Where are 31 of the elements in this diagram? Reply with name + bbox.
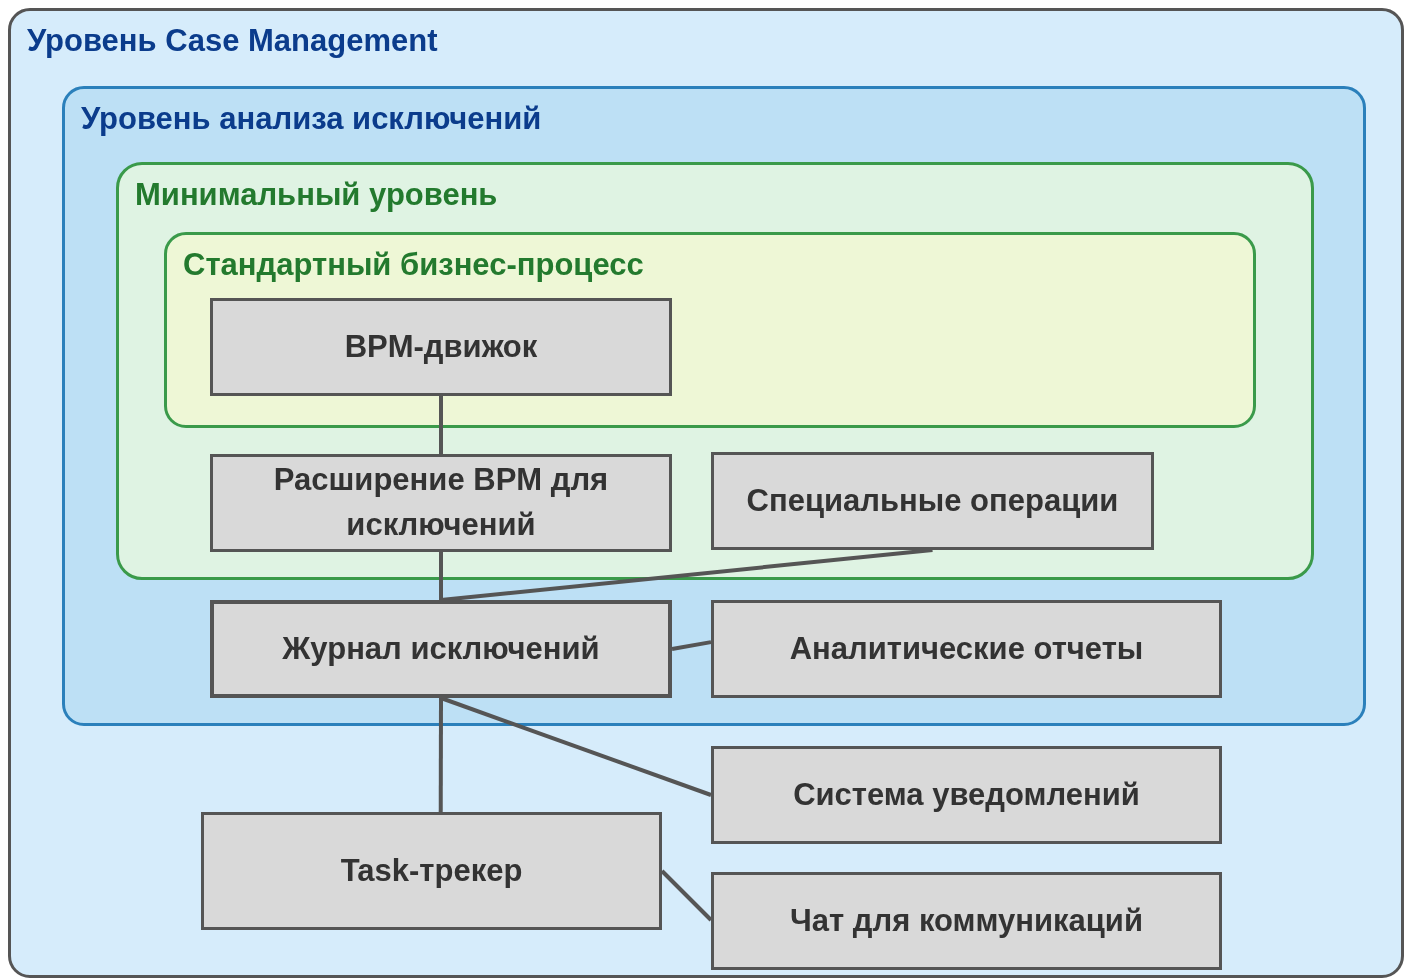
component-box xyxy=(210,454,672,552)
component-label: Чат для коммуникаций xyxy=(790,901,1143,940)
level-frame xyxy=(116,162,1314,580)
component-label: Task-трекер xyxy=(340,851,523,890)
level-title: Уровень анализа исключений xyxy=(81,101,542,137)
component-label: Аналитические отчеты xyxy=(789,629,1144,668)
connector-line xyxy=(440,548,933,602)
connector-line xyxy=(660,869,713,922)
component-box xyxy=(201,812,662,930)
level-title: Уровень Case Management xyxy=(27,23,438,59)
connector-line xyxy=(671,640,712,651)
component-label: Специальные операции xyxy=(746,481,1119,520)
connector-line xyxy=(438,698,443,812)
level-title: Стандартный бизнес-процесс xyxy=(183,247,644,283)
component-box xyxy=(210,600,672,698)
component-box xyxy=(711,872,1222,970)
component-box xyxy=(210,298,672,396)
level-frame xyxy=(62,86,1366,726)
level-frame xyxy=(8,8,1404,978)
component-label: Журнал исключений xyxy=(282,629,600,668)
component-box xyxy=(711,600,1222,698)
component-label: BPM-движок xyxy=(344,327,538,366)
component-box xyxy=(711,746,1222,844)
connector-line xyxy=(439,552,443,600)
component-label: Расширение BPM для исключений xyxy=(272,461,610,544)
component-box xyxy=(711,452,1154,550)
connector-line xyxy=(440,696,712,797)
connector-line xyxy=(439,396,443,454)
level-title: Минимальный уровень xyxy=(135,177,498,213)
level-frame xyxy=(164,232,1256,428)
component-label: Система уведомлений xyxy=(793,775,1140,814)
